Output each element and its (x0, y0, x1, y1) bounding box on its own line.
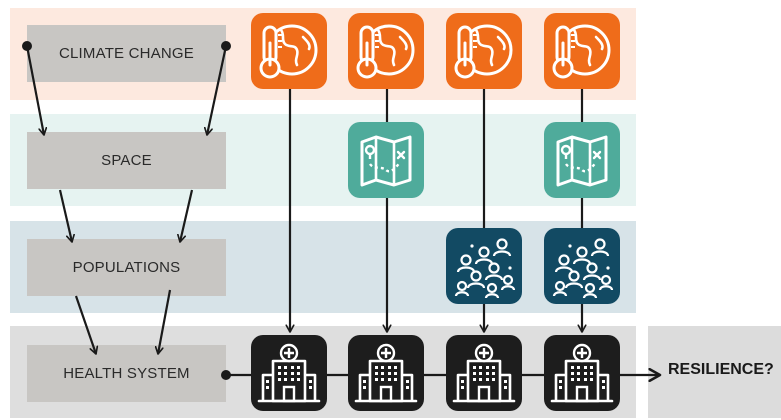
health-system-label: HEALTH SYSTEM (27, 345, 226, 402)
resilience-label: RESILIENCE? (668, 361, 774, 378)
hospital-building-icon (444, 333, 524, 413)
space-label: SPACE (27, 132, 226, 189)
crowd-icon (542, 226, 622, 306)
left-causal-arrows (22, 41, 231, 354)
climate-globe-thermometer-icon (542, 11, 622, 91)
resilience-box (648, 326, 781, 418)
hospital-building-icon (249, 333, 329, 413)
map-route-icon (346, 120, 426, 200)
climate-globe-thermometer-icon (249, 11, 329, 91)
map-route-icon (542, 120, 622, 200)
hospital-building-icon (542, 333, 622, 413)
populations-label: POPULATIONS (27, 239, 226, 296)
climate-change-label: CLIMATE CHANGE (27, 25, 226, 82)
hospital-building-icon (346, 333, 426, 413)
column-arrows (290, 84, 582, 332)
climate-globe-thermometer-icon (444, 11, 524, 91)
climate-globe-thermometer-icon (346, 11, 426, 91)
crowd-icon (444, 226, 524, 306)
